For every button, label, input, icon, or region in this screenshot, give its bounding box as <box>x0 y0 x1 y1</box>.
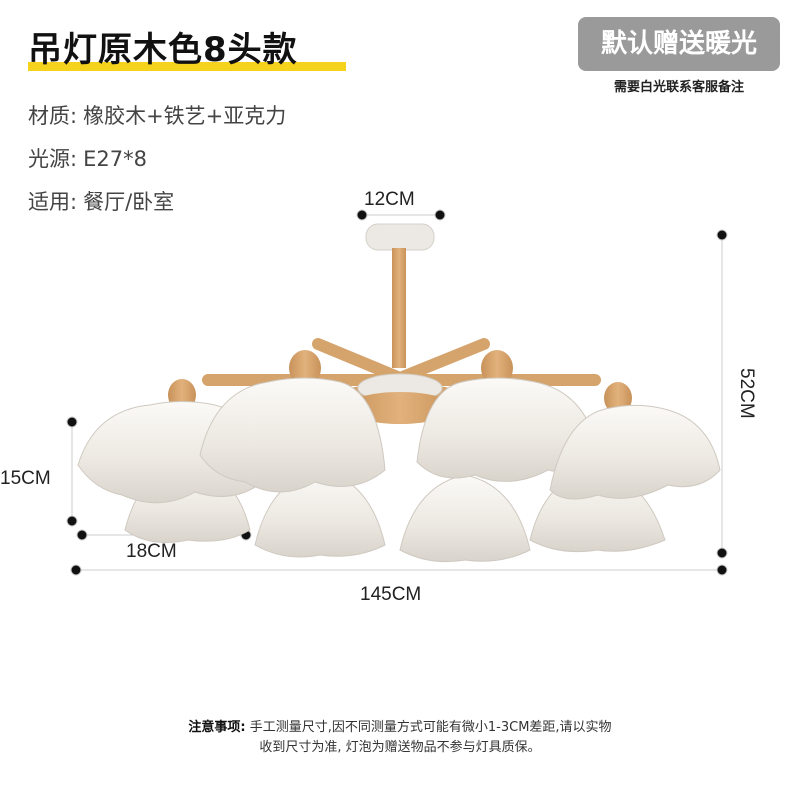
notice: 注意事项: 手工测量尺寸,因不同测量方式可能有微小1-3CM差距,请以实物 收到… <box>0 718 800 758</box>
lamp-shade <box>416 350 599 482</box>
dimension-shade-width: 18CM <box>126 541 177 562</box>
lamp-shades <box>77 350 721 563</box>
notice-text-1: 手工测量尺寸,因不同测量方式可能有微小1-3CM差距,请以实物 <box>249 720 612 735</box>
title-highlight <box>28 62 346 71</box>
gift-note: 需要白光联系客服备注 <box>613 80 744 95</box>
spec-key: 光源: <box>28 147 78 171</box>
dimension-shade-height: 15CM <box>0 468 51 489</box>
notice-label: 注意事项: <box>188 720 246 735</box>
lamp-shade <box>399 474 531 563</box>
product-title: 吊灯原木色8头款 <box>28 30 298 70</box>
spec-usage: 适用:餐厅/卧室 <box>28 186 174 216</box>
gift-badge: 默认赠送暖光 <box>578 17 780 71</box>
notice-line-1: 注意事项: 手工测量尺寸,因不同测量方式可能有微小1-3CM差距,请以实物 <box>0 718 800 738</box>
dimension-top-width: 12CM <box>364 189 415 210</box>
spec-value: E27*8 <box>83 147 147 171</box>
spec-value: 橡胶木+铁艺+亚克力 <box>83 104 287 128</box>
spec-light-source: 光源:E27*8 <box>28 143 147 173</box>
dimension-total-width: 145CM <box>360 584 422 605</box>
spec-key: 材质: <box>28 104 78 128</box>
spec-material: 材质:橡胶木+铁艺+亚克力 <box>28 100 286 130</box>
notice-line-2: 收到尺寸为准, 灯泡为赠送物品不参与灯具质保。 <box>259 740 541 755</box>
lamp-shade <box>549 382 721 500</box>
spec-key: 适用: <box>28 190 78 214</box>
lamp-shade <box>199 350 386 493</box>
spec-value: 餐厅/卧室 <box>83 190 175 214</box>
dimension-height: 52CM <box>736 368 757 419</box>
canopy <box>365 223 435 368</box>
